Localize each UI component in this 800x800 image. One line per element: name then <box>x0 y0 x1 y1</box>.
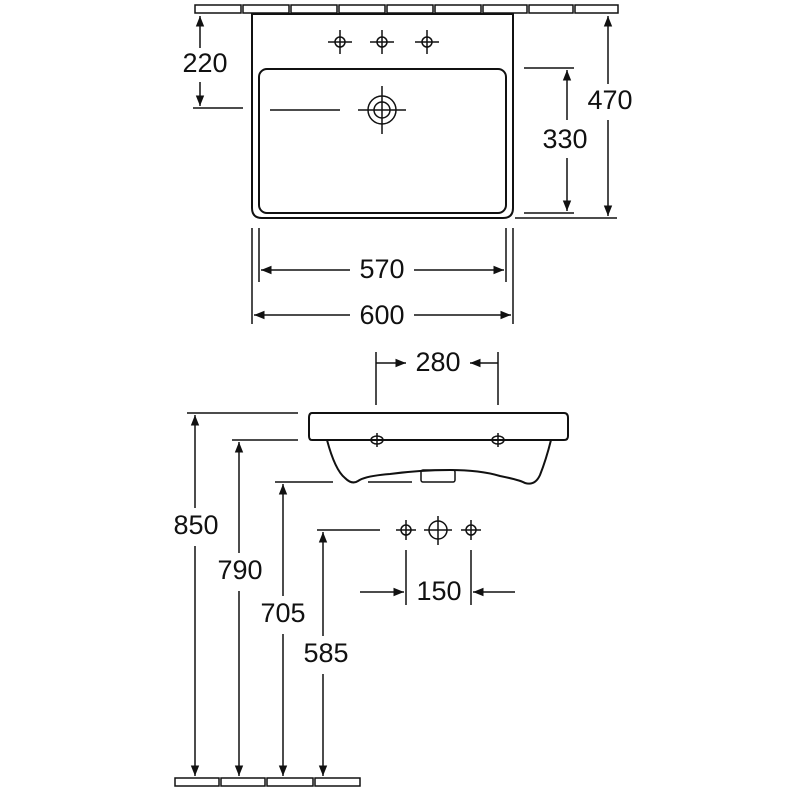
floor-hatch <box>174 777 361 787</box>
drain-icon <box>358 86 406 134</box>
dimension-label: 600 <box>359 300 404 330</box>
dimension-585: 585 <box>303 529 380 776</box>
drain-outlet-side <box>420 469 456 483</box>
dimension-570: 570 <box>258 228 507 284</box>
dimension-220: 220 <box>182 16 340 111</box>
basin-outline-top <box>251 13 514 219</box>
dimension-600: 600 <box>251 228 514 330</box>
dimension-label: 570 <box>359 254 404 284</box>
dimension-705: 705 <box>260 481 412 776</box>
dimension-label: 705 <box>260 598 305 628</box>
dimension-label: 850 <box>173 510 218 540</box>
dimension-470: 470 <box>515 16 633 219</box>
dimension-850: 850 <box>173 412 298 776</box>
dimension-330: 330 <box>524 67 588 214</box>
supply-connection-icon <box>396 516 481 545</box>
dimension-label: 280 <box>415 347 460 377</box>
dimension-label: 330 <box>542 124 587 154</box>
dimension-label: 585 <box>303 638 348 668</box>
dimension-150: 150 <box>360 550 515 606</box>
bowl-outline-top <box>258 68 507 214</box>
overflow-hole-icon <box>370 433 505 447</box>
basin-rim-side <box>308 412 569 441</box>
dimension-label: 790 <box>217 555 262 585</box>
tap-hole-icon <box>328 30 439 54</box>
dimension-label: 150 <box>416 576 461 606</box>
dimension-790: 790 <box>217 439 298 776</box>
dimension-label: 220 <box>182 48 227 78</box>
dimension-label: 470 <box>587 85 632 115</box>
basin-bowl-side <box>326 439 552 485</box>
wall-hatch-top <box>194 4 619 14</box>
dimension-280: 280 <box>375 347 499 405</box>
